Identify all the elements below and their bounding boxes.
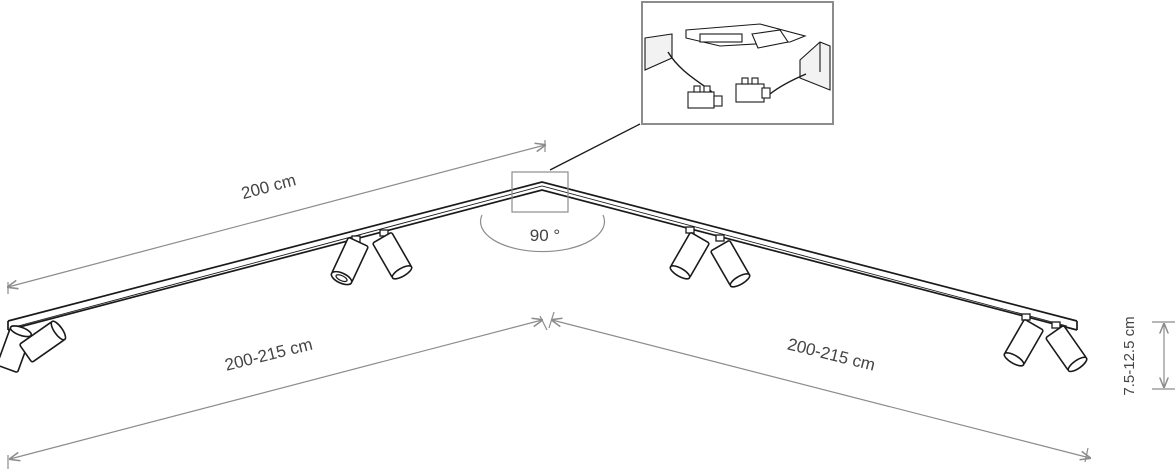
height-dimension: 7.5-12.5 cm [1121,316,1175,396]
connector-detail-inset [641,1,834,125]
left-span-label: 200-215 cm [223,335,315,375]
top-length-dimension: 200 cm [8,140,545,294]
spotlight-icon [1044,324,1090,375]
corner-highlight [511,123,641,213]
spotlight-group-mid-left [328,229,415,289]
spotlight-icon [1001,318,1045,370]
spotlight-icon [709,239,753,291]
right-span-dimension: 200-215 cm [548,311,1090,463]
spotlight-group-mid-right [667,226,753,291]
spotlight-icon [667,231,711,283]
top-length-label: 200 cm [239,170,298,203]
spotlight-icon [371,231,415,283]
track-rail [7,181,1078,331]
connector-icon [644,23,831,109]
spotlight-group-left [0,318,69,374]
right-span-label: 200-215 cm [785,335,877,375]
height-label: 7.5-12.5 cm [1121,316,1138,395]
angle-indicator: 90 ° [479,214,606,253]
left-span-dimension: 200-215 cm [7,315,548,469]
spotlight-group-right [1001,313,1090,375]
angle-label: 90 ° [530,226,560,245]
